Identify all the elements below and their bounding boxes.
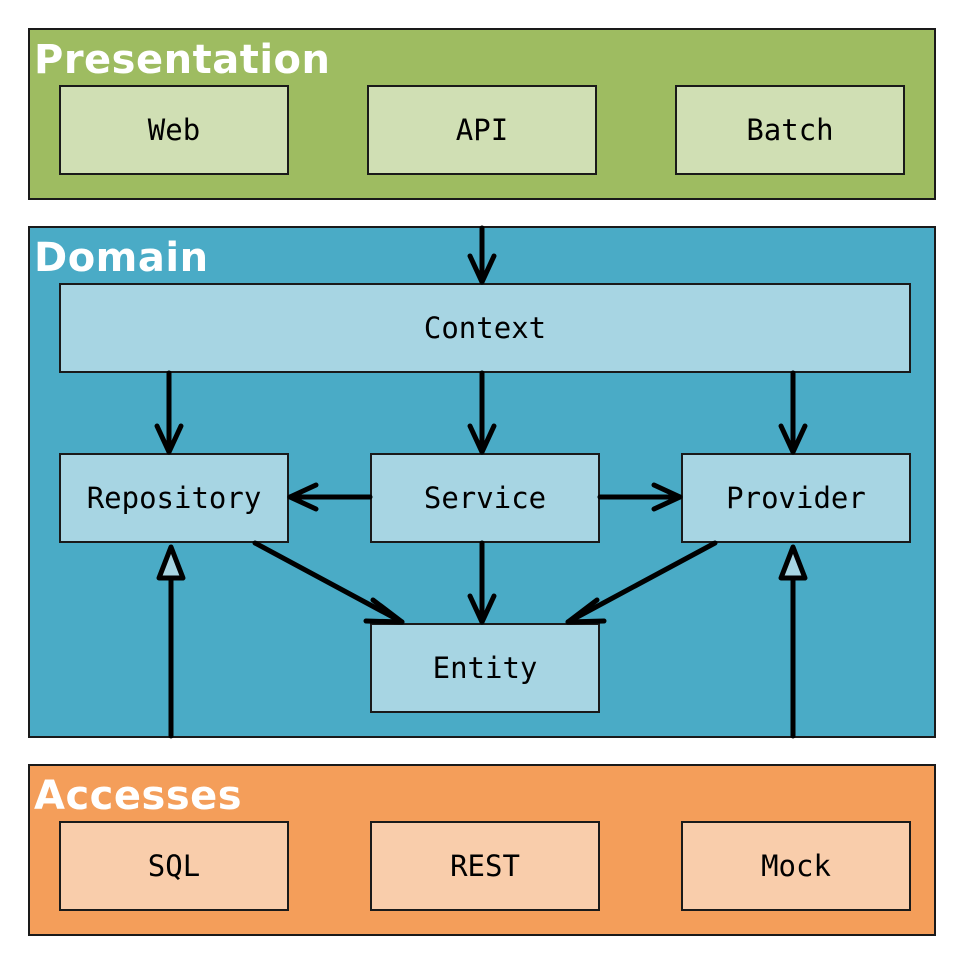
mock-box: Mock [681,821,911,911]
sql-box: SQL [59,821,289,911]
service-box: Service [370,453,600,543]
entity-box: Entity [370,623,600,713]
presentation-layer-title: Presentation [34,37,331,83]
provider-box: Provider [681,453,911,543]
accesses-layer-title: Accesses [34,773,243,819]
context-box: Context [59,283,911,373]
api-box: API [367,85,597,175]
repository-box: Repository [59,453,289,543]
rest-box: REST [370,821,600,911]
web-box: Web [59,85,289,175]
batch-box: Batch [675,85,905,175]
domain-layer-title: Domain [34,235,209,281]
